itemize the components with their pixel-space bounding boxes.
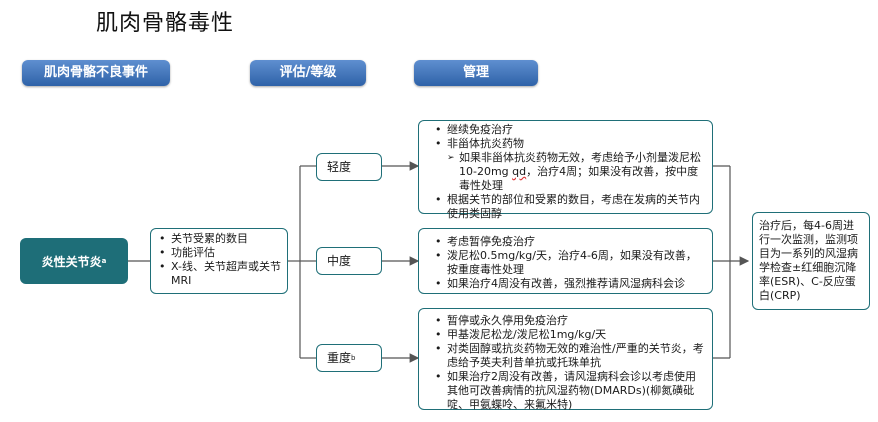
- inflammatory-arthritis-label: 炎性关节炎: [41, 254, 102, 269]
- assessment-item: X-线、关节超声或关节 MRI: [157, 260, 281, 288]
- monitoring-text: 治疗后，每4-6周进行一次监测，监测项目为一系列的风湿病学检查±红细胞沉降率(E…: [759, 219, 858, 302]
- management-moderate-item: 泼尼松0.5mg/kg/天，治疗4-6周，如果没有改善，按重度毒性处理: [433, 249, 706, 277]
- page-title: 肌肉骨骼毒性: [96, 11, 235, 36]
- management-severe-box: 暂停或永久停用免疫治疗 甲基泼尼松龙/泼尼松1mg/kg/天 对类固醇或抗炎药物…: [418, 308, 713, 412]
- management-moderate-box: 考虑暂停免疫治疗 泼尼松0.5mg/kg/天，治疗4-6周，如果没有改善，按重度…: [418, 228, 713, 294]
- management-severe-item: 如果治疗2周没有改善，请风湿病科会诊以考虑使用其他可改善病情的抗风湿药物(DMA…: [433, 370, 706, 412]
- management-mild-item: 非甾体抗炎药物 如果非甾体抗炎药物无效，考虑给予小剂量泼尼松10-20mg qd…: [433, 137, 706, 193]
- header-management: 管理: [414, 60, 538, 86]
- grade-severe-label: 重度: [327, 351, 352, 365]
- grade-moderate-label: 中度: [327, 254, 352, 268]
- monitoring-box: 治疗后，每4-6周进行一次监测，监测项目为一系列的风湿病学检查±红细胞沉降率(E…: [752, 212, 870, 310]
- inflammatory-arthritis-sup: a: [101, 257, 107, 265]
- management-severe-item: 暂停或永久停用免疫治疗: [433, 314, 706, 328]
- grade-severe-sup: b: [351, 354, 356, 362]
- management-mild-box: 继续免疫治疗 非甾体抗炎药物 如果非甾体抗炎药物无效，考虑给予小剂量泼尼松10-…: [418, 120, 713, 220]
- header-assessment-grade: 评估/等级: [250, 60, 366, 86]
- assessment-item: 功能评估: [157, 246, 281, 260]
- grade-mild-box: 轻度: [316, 153, 382, 181]
- management-mild-subitem-qd: qd: [512, 165, 527, 178]
- header-adverse-event: 肌肉骨骼不良事件: [22, 60, 170, 86]
- management-mild-item: 根据关节的部位和受累的数目，考虑在发病的关节内使用类固醇: [433, 193, 706, 221]
- grade-moderate-box: 中度: [316, 247, 382, 275]
- management-severe-item: 对类固醇或抗炎药物无效的难治性/严重的关节炎，考虑给予英夫利昔单抗或托珠单抗: [433, 342, 706, 370]
- assessment-box: 关节受累的数目 功能评估 X-线、关节超声或关节 MRI: [150, 228, 288, 294]
- grade-mild-label: 轻度: [327, 160, 352, 174]
- management-moderate-item: 如果治疗4周没有改善，强烈推荐请风湿病科会诊: [433, 277, 706, 291]
- management-severe-item: 甲基泼尼松龙/泼尼松1mg/kg/天: [433, 328, 706, 342]
- management-mild-subitem-post: ，治疗4周；如果没有改善，按中度毒性处理: [459, 165, 699, 192]
- management-moderate-item: 考虑暂停免疫治疗: [433, 235, 706, 249]
- management-mild-item-text: 非甾体抗炎药物: [447, 137, 524, 150]
- management-mild-subitem: 如果非甾体抗炎药物无效，考虑给予小剂量泼尼松10-20mg qd，治疗4周；如果…: [447, 151, 706, 193]
- management-mild-subitem-pre: 如果非甾体抗炎药物无效，考虑给予小剂量泼尼松10-20mg: [459, 151, 701, 178]
- management-mild-item: 继续免疫治疗: [433, 123, 706, 137]
- assessment-item: 关节受累的数目: [157, 232, 281, 246]
